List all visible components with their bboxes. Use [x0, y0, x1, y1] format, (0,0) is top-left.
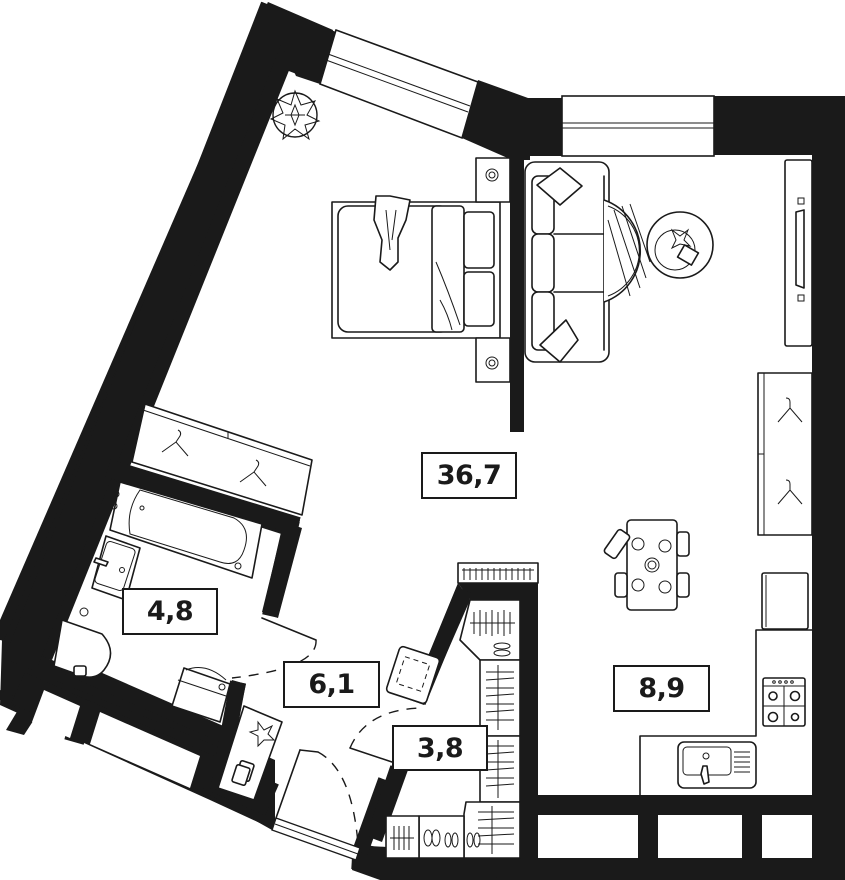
- wardrobe-hangers-icon: [757, 372, 813, 536]
- window-living: [561, 95, 715, 157]
- sink-icon: [677, 741, 757, 789]
- nightstand-icon: [475, 157, 511, 383]
- clothes-rack-icon: [131, 403, 313, 516]
- plant-icon: [269, 89, 321, 141]
- fridge-icon: [761, 572, 809, 630]
- area-label-living-bedroom: 36,7: [421, 452, 517, 499]
- area-value: 8,9: [638, 673, 685, 704]
- double-bed-icon: [331, 195, 501, 339]
- coffee-table-icon: [646, 211, 714, 279]
- sofa-icon: [524, 161, 610, 363]
- dining-table-icon: [603, 519, 690, 611]
- stove-icon: [762, 677, 806, 727]
- window-hallway: [271, 817, 361, 861]
- area-value: 3,8: [416, 732, 464, 764]
- toilet-icon: [53, 607, 112, 678]
- walls-thick: [4, 1, 845, 880]
- area-value: 4,8: [146, 596, 194, 627]
- window-bedroom: [319, 28, 479, 140]
- washing-machine-icon: [171, 667, 231, 723]
- tv-stand-icon: [784, 159, 813, 347]
- area-value: 36,7: [436, 460, 502, 491]
- area-label-hallway: 6,1: [283, 661, 380, 708]
- area-label-wardrobe: 3,8: [392, 725, 488, 771]
- bathtub-icon: [109, 481, 263, 579]
- kitchen-counter: [639, 629, 813, 796]
- doors: [231, 617, 421, 845]
- area-value: 6,1: [308, 669, 355, 700]
- hallway-shoe-cabinet-icon: [211, 705, 283, 801]
- wall-niches: [32, 690, 812, 858]
- area-label-bathroom: 4,8: [122, 588, 218, 635]
- area-label-kitchen: 8,9: [613, 665, 710, 712]
- hallway-pouf-icon: [385, 645, 441, 705]
- round-rug-icon: [603, 199, 651, 303]
